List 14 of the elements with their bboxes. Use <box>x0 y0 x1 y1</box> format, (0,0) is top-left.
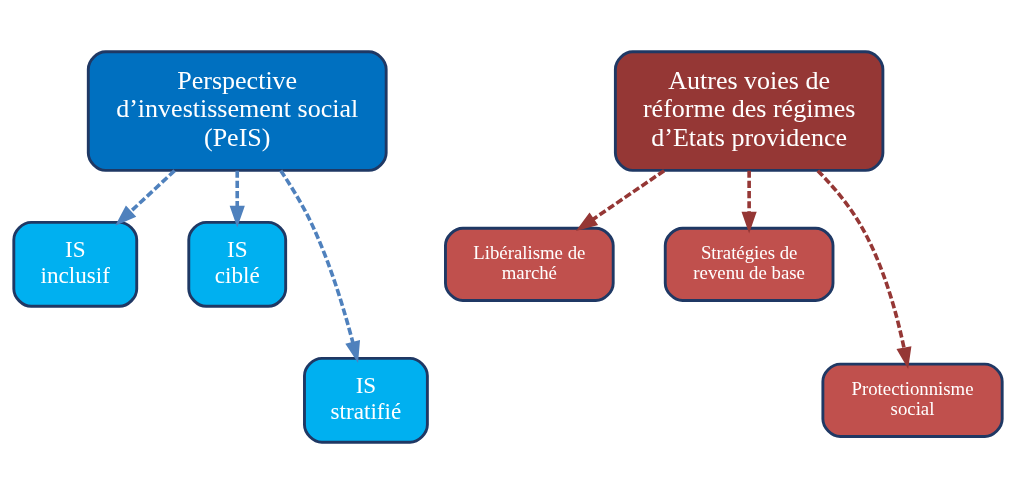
node-box: Stratégies de revenu de base <box>663 226 835 302</box>
node-box: Autres voies de réforme des régimes d’Etats providence <box>613 49 885 172</box>
node-box: Protectionnisme social <box>821 362 1004 438</box>
arrow <box>816 168 912 369</box>
node-box: Libéralisme de marché <box>444 226 615 302</box>
arrow <box>229 170 245 228</box>
node-box: IS stratifié <box>303 356 429 444</box>
arrow <box>575 168 666 231</box>
arrow <box>741 170 757 233</box>
arrow <box>115 168 176 226</box>
node-box: IS inclusif <box>12 220 139 308</box>
node-box: Perspective d’investissement social (PeIS) <box>86 49 388 172</box>
node-box: IS ciblé <box>187 220 288 308</box>
arrow <box>279 169 361 363</box>
